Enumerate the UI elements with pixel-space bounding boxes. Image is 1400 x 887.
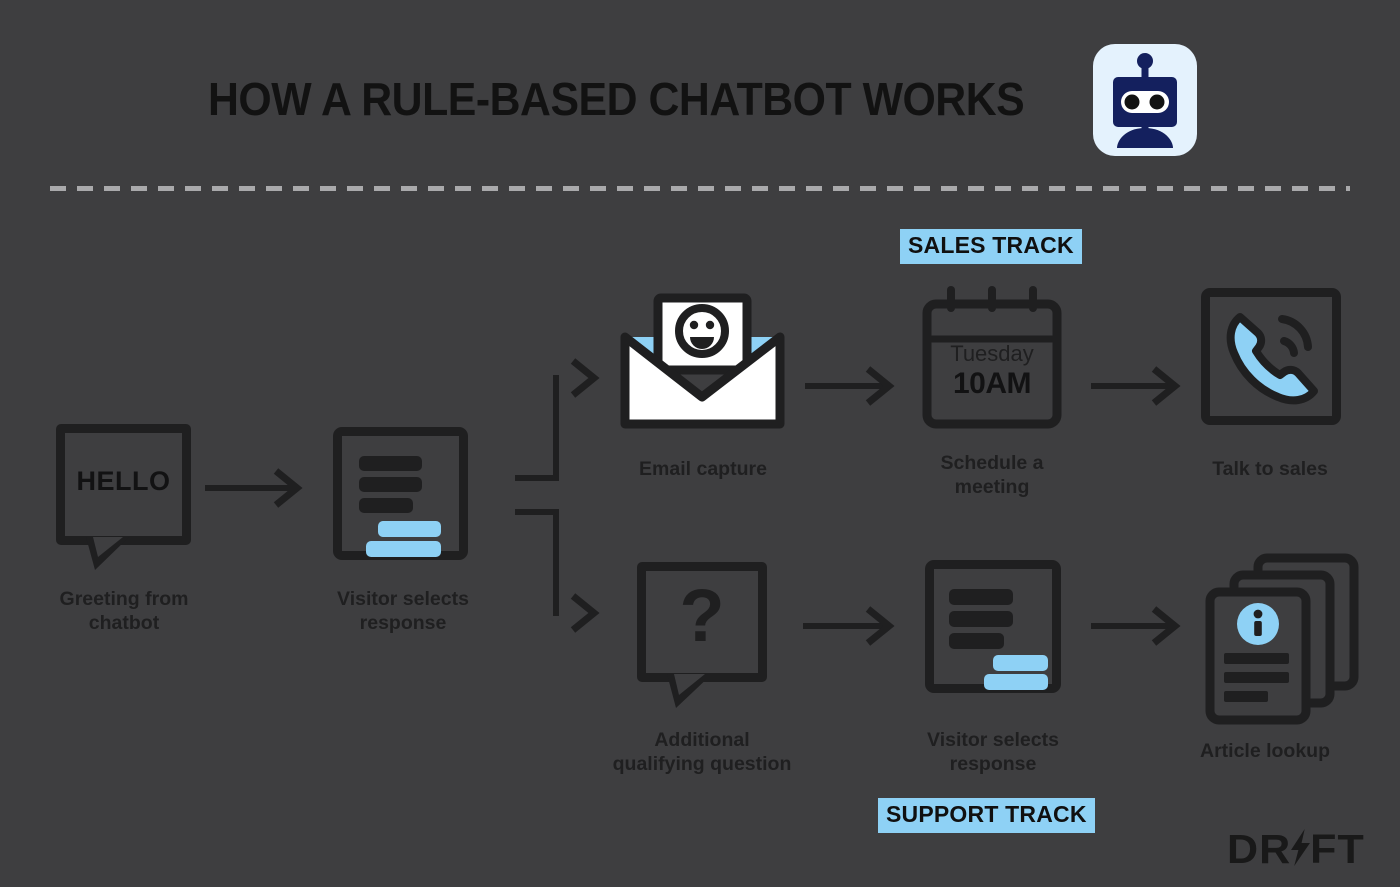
question-bubble-icon: ? [637,562,767,682]
chat-bar-dark [359,456,422,471]
drift-logo-after: FT [1310,826,1365,872]
lightning-bolt-icon [1291,829,1311,866]
chat-bar-dark [359,498,413,513]
talk-to-sales-frame [1201,288,1341,425]
arrow-branch-upper [515,375,559,481]
chat-bar-dark [949,589,1013,605]
visitor-selects-box-1-icon [333,427,468,560]
email-capture-icon [620,293,785,433]
chat-bar-blue [366,541,441,557]
chat-bar-dark [949,611,1013,627]
phone-call-icon [1226,313,1318,405]
label-schedule-meeting: Schedule a meeting [940,452,1044,498]
sales-track-badge: SALES TRACK [900,229,1082,264]
question-mark-text: ? [679,574,725,657]
hello-text: HELLO [76,466,171,496]
visitor-selects-box-2-icon [925,560,1061,693]
chat-bar-blue [993,655,1048,671]
calendar-day-text: Tuesday [950,341,1034,366]
robot-icon [1113,53,1177,148]
section-divider [50,186,1350,191]
label-email-capture: Email capture [639,458,767,480]
drift-logo: DR FT [1227,826,1365,873]
drift-logo-before: DR [1227,826,1292,872]
label-visitor-selects-1: Visitor selects response [337,588,469,634]
article-lookup-icon [1200,552,1360,725]
label-visitor-selects-2: Visitor selects response [927,729,1059,775]
calendar-icon: Tuesday 10AM [920,282,1064,430]
speech-bubble-tail [86,537,129,570]
page-title: HOW A RULE-BASED CHATBOT WORKS [208,73,1025,125]
label-article-lookup: Article lookup [1199,740,1331,762]
chat-bar-dark [359,477,422,492]
arrow-branch-lower [515,509,559,616]
robot-badge [1093,44,1197,156]
chat-bar-dark [949,633,1004,649]
greeting-speech-bubble-icon: HELLO [56,424,191,545]
label-qualifying-question: Additional qualifying question [612,729,792,775]
calendar-time-text: 10AM [952,367,1032,400]
chat-bar-blue [984,674,1048,690]
label-greeting: Greeting from chatbot [59,588,189,634]
question-bubble-tail [667,674,712,708]
chat-bar-blue [378,521,441,537]
label-talk-to-sales: Talk to sales [1212,458,1328,480]
support-track-badge: SUPPORT TRACK [878,798,1095,833]
